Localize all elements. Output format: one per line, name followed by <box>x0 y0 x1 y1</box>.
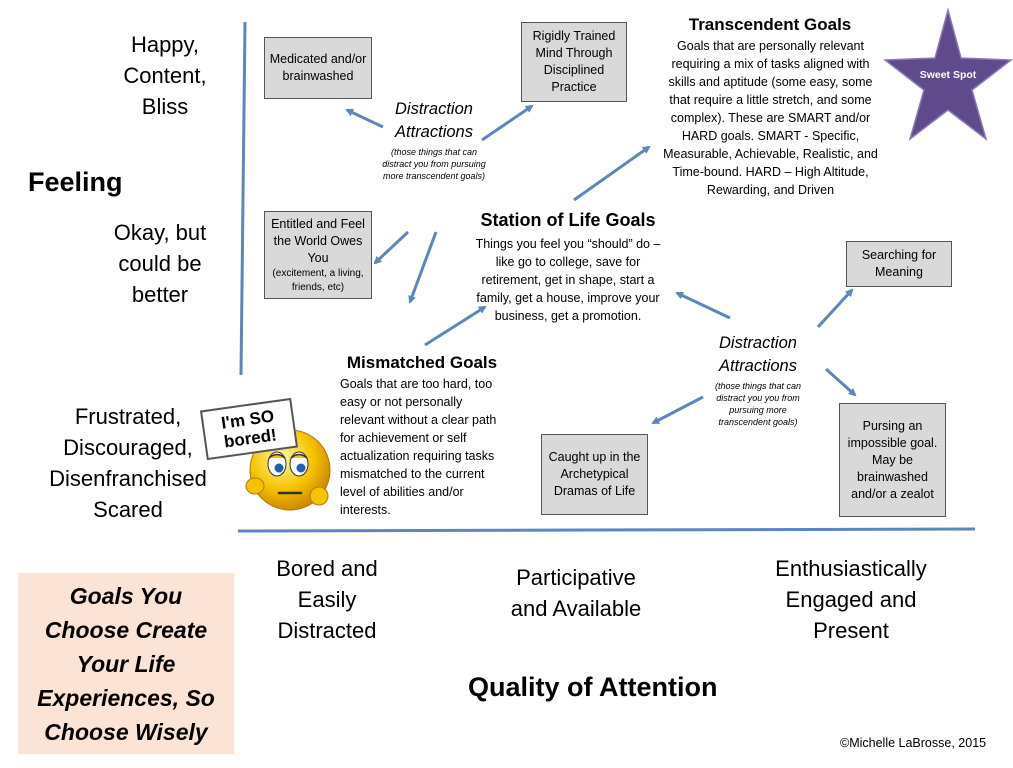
box-caught-text: Caught up in the Archetypical Dramas of … <box>548 450 641 498</box>
arrow-to-searching <box>816 288 854 329</box>
sweet-spot-star <box>882 7 1013 141</box>
mismatched-title: Mismatched Goals <box>346 353 498 372</box>
y-axis-line <box>239 21 247 376</box>
arrow-to-entitled <box>373 230 410 265</box>
distraction-right-sub: (those things that can distract you you … <box>714 381 802 427</box>
arrow-to-rigidly <box>481 104 534 142</box>
box-pursing: Pursing an impossible goal. May be brain… <box>839 403 946 517</box>
box-entitled: Entitled and Feel the World Owes You (ex… <box>264 211 372 299</box>
x-axis-title: Quality of Attention <box>468 672 718 702</box>
y-axis-title: Feeling <box>28 167 123 197</box>
distraction-right-title: Distraction Attractions <box>719 334 797 375</box>
box-rigidly-text: Rigidly Trained Mind Through Disciplined… <box>532 29 616 94</box>
mismatched-text: Goals that are too hard, too easy or not… <box>340 377 497 517</box>
distraction-top-title: Distraction Attractions <box>395 100 473 141</box>
station-text: Things you feel you “should” do – like g… <box>475 237 661 323</box>
box-pursing-text: Pursing an impossible goal. May be brain… <box>847 418 938 501</box>
x-label-enthusiastic: Enthusiastically Engaged and Present <box>775 556 927 643</box>
y-label-okay: Okay, but could be better <box>113 220 207 307</box>
y-label-happy: Happy, Content, Bliss <box>123 32 207 119</box>
callout-box: Goals You Choose Create Your Life Experi… <box>18 573 234 754</box>
x-label-participative: Participative and Available <box>510 565 642 621</box>
transcendent-text: Goals that are personally relevant requi… <box>663 39 878 197</box>
box-searching-text: Searching for Meaning <box>861 248 937 279</box>
distraction-top-sub: (those things that can distract you from… <box>382 147 486 181</box>
station-title: Station of Life Goals <box>480 210 656 230</box>
sign-text: I'm SO bored! <box>220 406 278 452</box>
arrow-mismatched-to-station <box>424 305 487 347</box>
box-medicated: Medicated and/or brainwashed <box>264 37 372 99</box>
distraction-top: Distraction Attractions (those things th… <box>380 98 488 182</box>
box-caught: Caught up in the Archetypical Dramas of … <box>541 434 648 515</box>
y-label-frustrated: Frustrated, Discouraged, Disenfranchised… <box>49 404 207 522</box>
bored-smiley-sign: I'm SO bored! <box>195 397 335 518</box>
x-axis-line <box>237 527 976 533</box>
sweet-spot-label: Sweet Spot <box>919 69 977 81</box>
box-searching: Searching for Meaning <box>846 241 952 287</box>
arrow-station-to-transcendent <box>573 145 651 202</box>
arrow-to-caught <box>651 395 704 425</box>
arrow-to-pursing <box>824 367 857 397</box>
arrow-down-left <box>408 231 438 304</box>
box-rigidly: Rigidly Trained Mind Through Disciplined… <box>521 22 627 102</box>
box-medicated-text: Medicated and/or brainwashed <box>269 52 367 83</box>
x-label-bored: Bored and Easily Distracted <box>276 556 378 643</box>
transcendent-title: Transcendent Goals <box>688 15 852 34</box>
distraction-right: Distraction Attractions (those things th… <box>703 332 813 428</box>
copyright: ©Michelle LaBrosse, 2015 <box>840 736 987 750</box>
arrow-to-medicated <box>345 108 384 129</box>
box-entitled-sub: (excitement, a living, friends, etc) <box>272 267 364 293</box>
arrow-to-station <box>675 291 731 320</box>
box-entitled-text: Entitled and Feel the World Owes You <box>271 216 365 265</box>
callout-text: Goals You Choose Create Your Life Experi… <box>37 582 215 745</box>
